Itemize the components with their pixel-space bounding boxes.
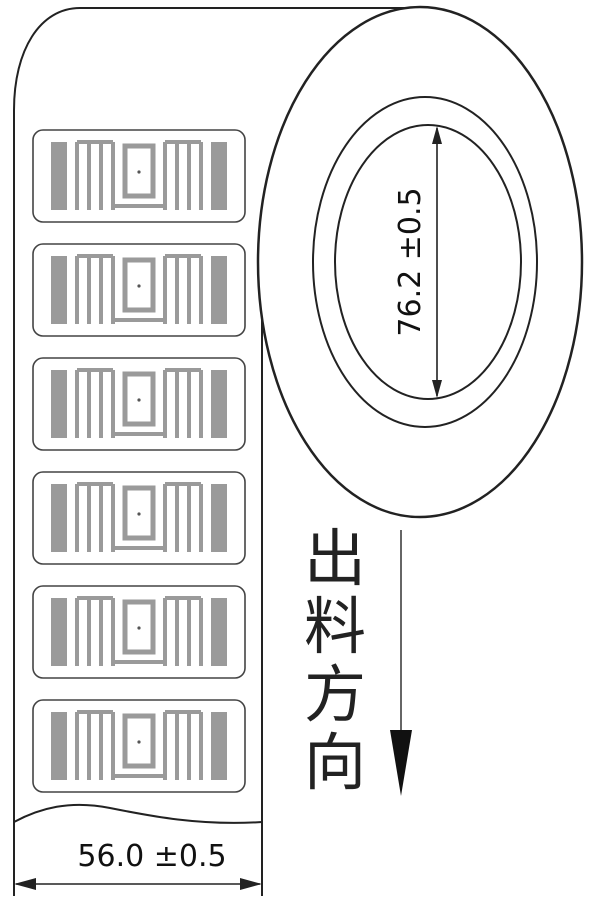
chip-dot [137, 398, 141, 402]
rfid-label [32, 129, 246, 223]
label-outline [32, 699, 246, 793]
feed-direction: 出 料 方 向 [304, 522, 412, 799]
antenna-icon [51, 482, 227, 552]
rfid-label-stack [32, 129, 246, 793]
chip-dot [137, 284, 141, 288]
feed-direction-char-3: 方 [304, 658, 366, 731]
chip-dot [137, 170, 141, 174]
rfid-label [32, 699, 246, 793]
label-outline [32, 129, 246, 223]
core-diameter-label: 76.2 ±0.5 [393, 187, 428, 336]
width-label: 56.0 ±0.5 [77, 839, 226, 874]
antenna-icon [51, 596, 227, 666]
width-dimension [14, 878, 262, 890]
label-outline [32, 471, 246, 565]
antenna-icon [51, 140, 227, 210]
web-tear-edge [13, 803, 263, 824]
feed-direction-char-1: 出 [304, 522, 366, 595]
antenna-icon [51, 710, 227, 780]
roll-body [13, 7, 412, 822]
core-diameter-dimension [432, 126, 442, 398]
chip-dot [137, 512, 141, 516]
rfid-label [32, 585, 246, 679]
feed-direction-arrow-head [390, 730, 412, 796]
feed-direction-char-4: 向 [304, 726, 366, 799]
rfid-label [32, 357, 246, 451]
rfid-label [32, 471, 246, 565]
chip-dot [137, 740, 141, 744]
rfid-label [32, 243, 246, 337]
label-outline [32, 357, 246, 451]
label-outline [32, 243, 246, 337]
web-lower-edges [13, 820, 263, 896]
antenna-icon [51, 368, 227, 438]
chip-dot [137, 626, 141, 630]
label-outline [32, 585, 246, 679]
feed-direction-char-2: 料 [304, 590, 366, 663]
antenna-icon [51, 254, 227, 324]
core-inner-hole [334, 124, 522, 400]
